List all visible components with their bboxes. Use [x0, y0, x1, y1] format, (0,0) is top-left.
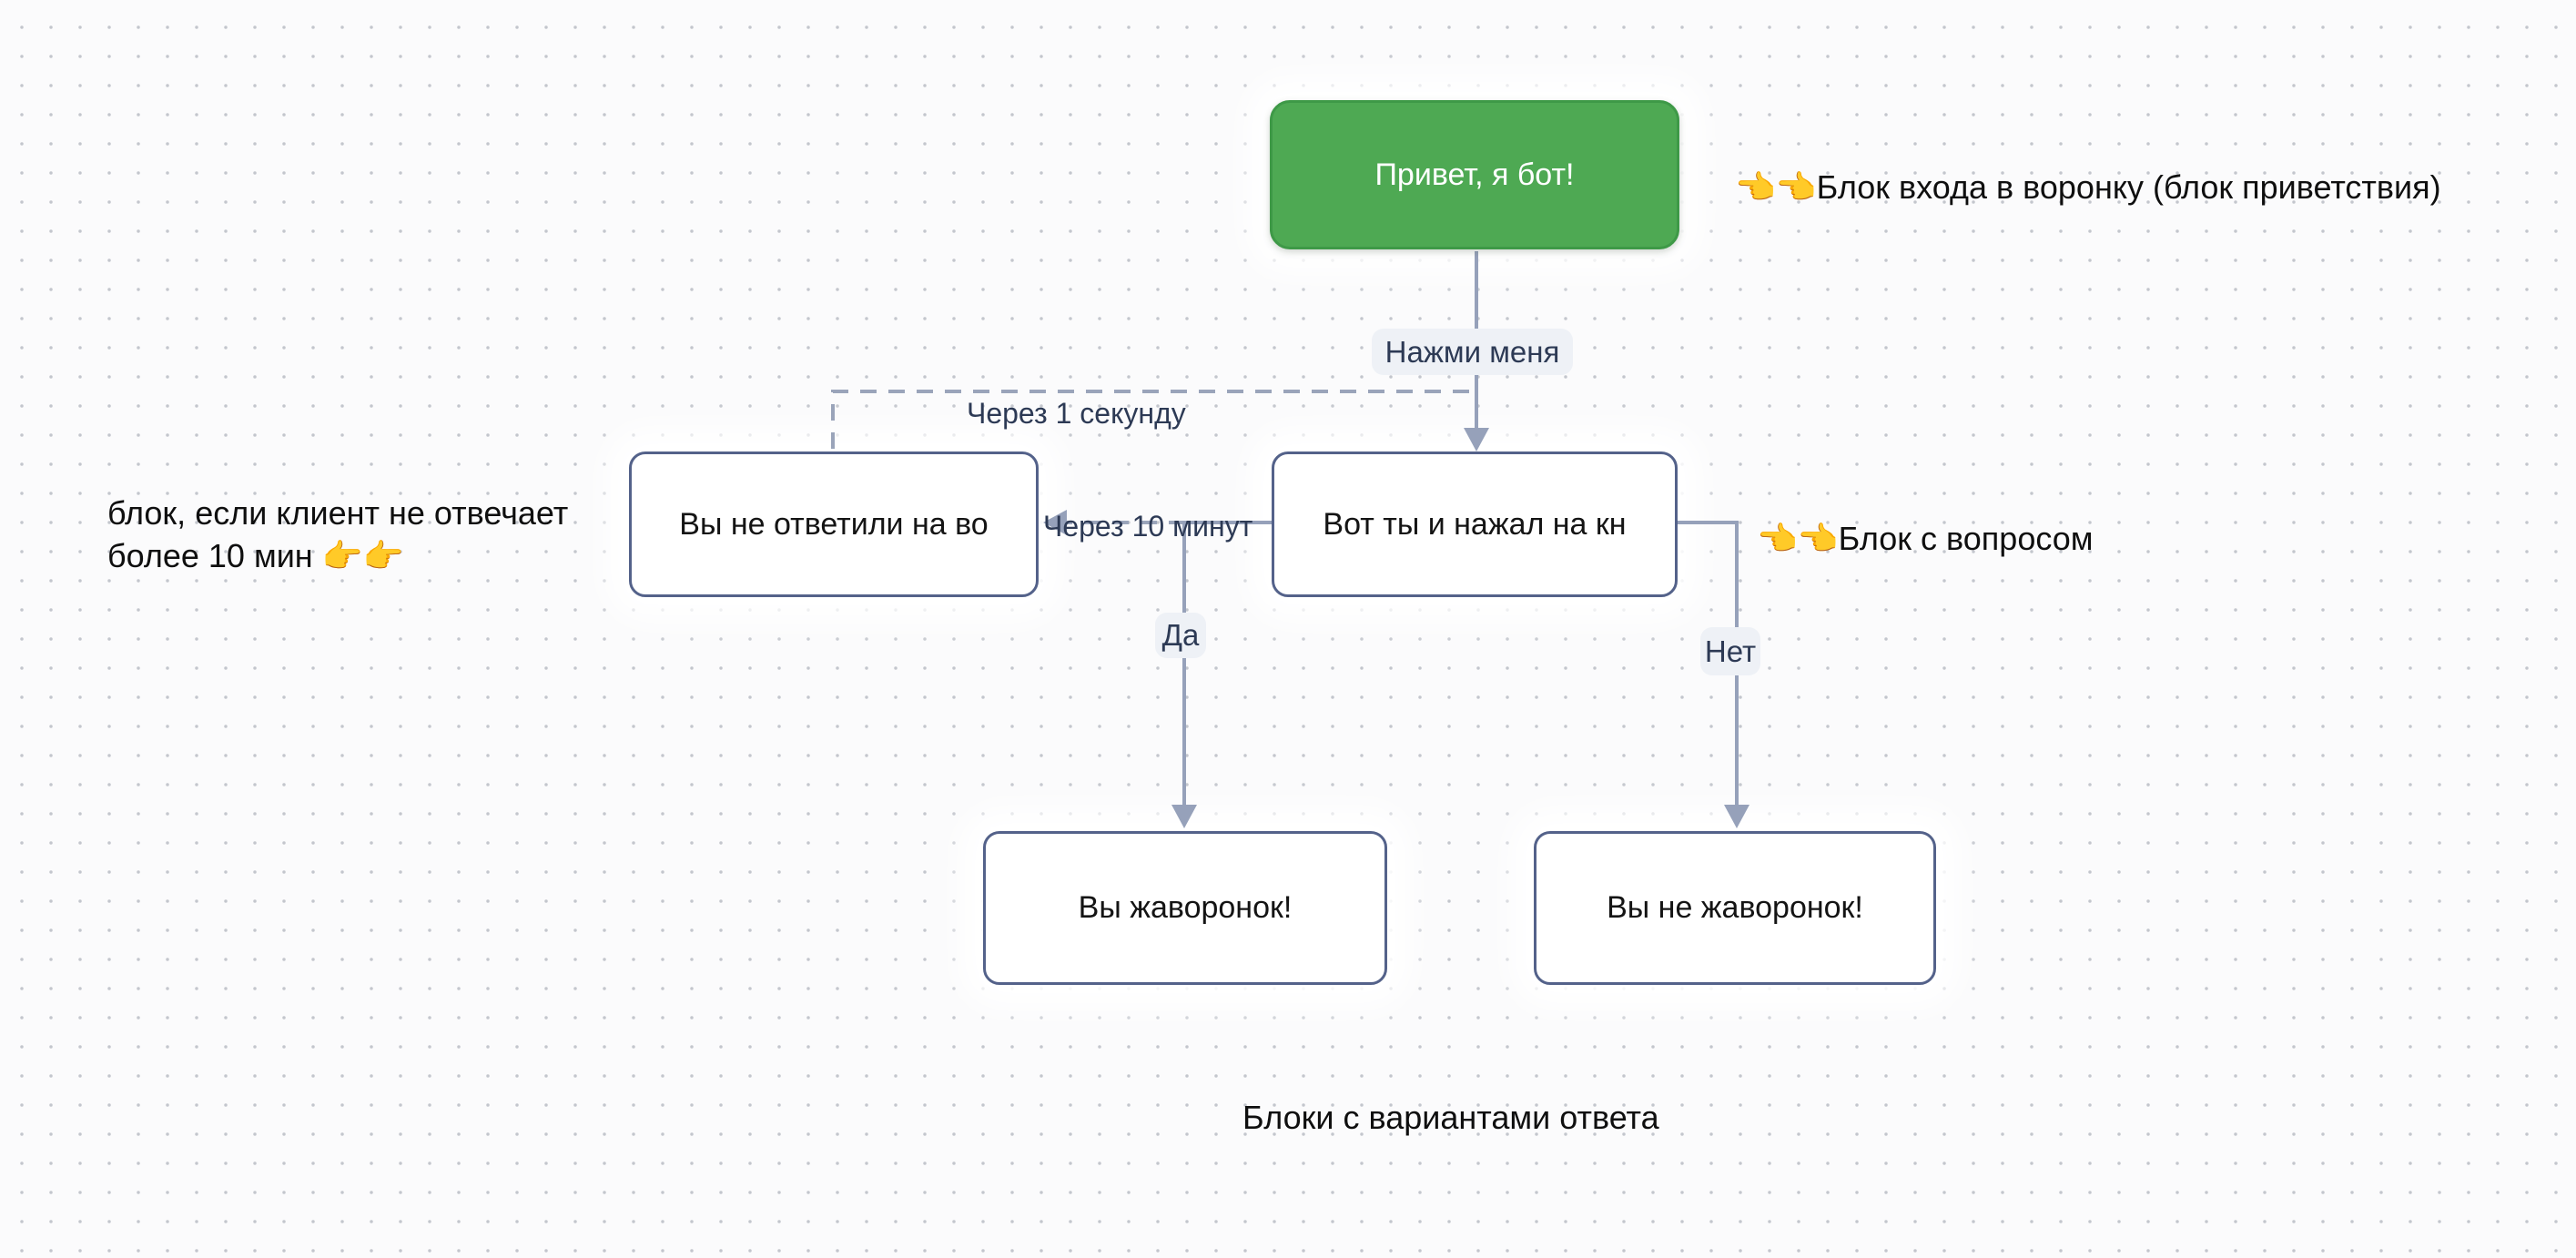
- arrowhead-down-icon: [1724, 805, 1749, 828]
- edge-line-dashed[interactable]: [831, 390, 1469, 449]
- annotation-answer-blocks: Блоки с вариантами ответа: [1242, 1099, 1659, 1136]
- edge-label-after-1-second[interactable]: Через 1 секунду: [967, 397, 1186, 430]
- edge-line[interactable]: [1182, 521, 1272, 817]
- edge-yes[interactable]: [1171, 521, 1272, 828]
- edge-label-no[interactable]: Нет: [1700, 627, 1760, 675]
- node-question-label: Вот ты и нажал на кн: [1323, 506, 1627, 542]
- node-answer-no[interactable]: Вы не жаворонок!: [1534, 831, 1936, 985]
- arrowhead-down-icon: [1171, 805, 1197, 828]
- edge-no[interactable]: [1678, 521, 1749, 828]
- edge-line[interactable]: [1678, 521, 1739, 817]
- annotation-question-block: 👈👈Блок с вопросом: [1757, 520, 2094, 557]
- arrowhead-left-icon: [1043, 510, 1067, 535]
- edge-label-yes[interactable]: Да: [1155, 613, 1206, 658]
- node-question[interactable]: Вот ты и нажал на кн: [1272, 451, 1678, 597]
- arrowhead-down-icon: [1464, 428, 1489, 451]
- edge-label-after-10-minutes[interactable]: Через 10 минут: [1043, 510, 1253, 543]
- node-greeting[interactable]: Привет, я бот!: [1270, 100, 1679, 249]
- node-answer-no-label: Вы не жаворонок!: [1607, 890, 1863, 925]
- annotation-no-reply-block: блок, если клиент не отвечает более 10 м…: [107, 492, 568, 577]
- edge-label-click-me[interactable]: Нажми меня: [1372, 329, 1573, 375]
- node-answer-yes[interactable]: Вы жаворонок!: [983, 831, 1387, 985]
- annotation-entry-block: 👈👈Блок входа в воронку (блок приветствия…: [1735, 168, 2441, 206]
- annotation-no-reply-line1: блок, если клиент не отвечает: [107, 494, 569, 532]
- node-no-answer[interactable]: Вы не ответили на во: [629, 451, 1039, 597]
- node-no-answer-label: Вы не ответили на во: [679, 506, 989, 542]
- node-answer-yes-label: Вы жаворонок!: [1078, 890, 1293, 925]
- node-greeting-label: Привет, я бот!: [1374, 157, 1575, 192]
- annotation-no-reply-line2: более 10 мин 👉👉: [107, 537, 404, 574]
- edge-after-1-second[interactable]: [831, 390, 1469, 449]
